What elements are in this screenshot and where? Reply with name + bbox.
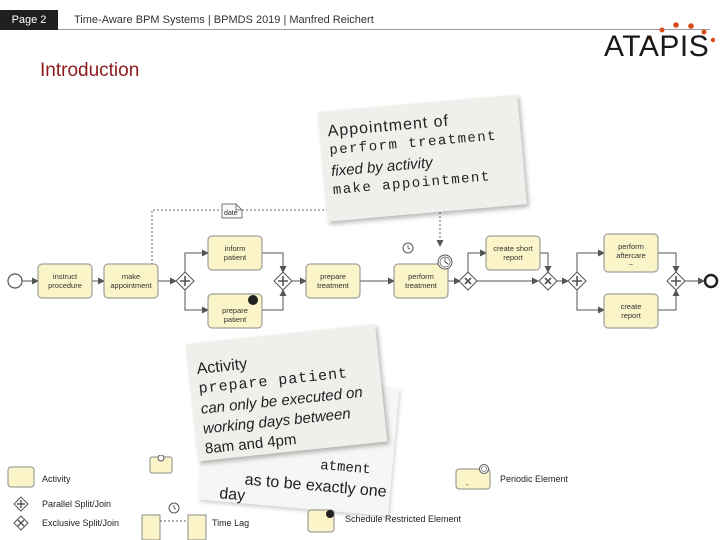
- legend-small-activity-icon: [149, 455, 173, 474]
- legend-time-lag-icon: [141, 502, 207, 540]
- exclusive-gateway-join: [538, 271, 558, 291]
- legend-activity-label: Activity: [42, 474, 71, 484]
- legend-activity-shape: [7, 466, 35, 488]
- header-title: Time-Aware BPM Systems | BPMDS 2019 | Ma…: [74, 14, 374, 26]
- legend-exclusive-gateway-icon: [13, 515, 29, 531]
- start-event: [7, 273, 23, 289]
- timer-event-icon: [437, 254, 453, 270]
- sticky-note-appointment: Appointment of perform treatment fixed b…: [318, 94, 527, 222]
- legend-schedule-label: Schedule Restricted Element: [345, 514, 462, 524]
- schedule-restricted-icon: [248, 295, 258, 305]
- parallel-gateway-split-2: [567, 271, 587, 291]
- activity-label: instruct: [53, 272, 78, 281]
- timer-event-icon: [402, 242, 414, 254]
- exclusive-gateway-split: [458, 271, 478, 291]
- parallel-gateway-join-1: [273, 271, 293, 291]
- date-data-object: date: [221, 203, 243, 219]
- atapis-logo: ATAPIS: [604, 30, 710, 63]
- legend-periodic-icon: -: [455, 464, 491, 490]
- logo-arc-icon: [647, 22, 716, 43]
- header-divider: [58, 29, 710, 30]
- legend-time-lag-label: Time Lag: [212, 518, 250, 528]
- svg-text:-: -: [466, 480, 469, 489]
- page-badge: Page 2: [0, 10, 58, 30]
- legend-shapes: -: [7, 455, 491, 540]
- legend-exclusive-label: Exclusive Split/Join: [42, 518, 120, 528]
- slide-title: Introduction: [40, 60, 140, 81]
- legend-parallel-label: Parallel Split/Join: [42, 499, 112, 509]
- parallel-gateway-join-2: [666, 271, 686, 291]
- end-event: [703, 273, 719, 289]
- legend-schedule-restricted-icon: [307, 509, 335, 533]
- legend-parallel-gateway-icon: [13, 496, 29, 512]
- parallel-gateway-split-1: [175, 271, 195, 291]
- legend-periodic-label: Periodic Element: [500, 474, 569, 484]
- sticky-note-activity: Activity prepare patient can only be exe…: [186, 324, 388, 462]
- date-label: date: [224, 210, 238, 217]
